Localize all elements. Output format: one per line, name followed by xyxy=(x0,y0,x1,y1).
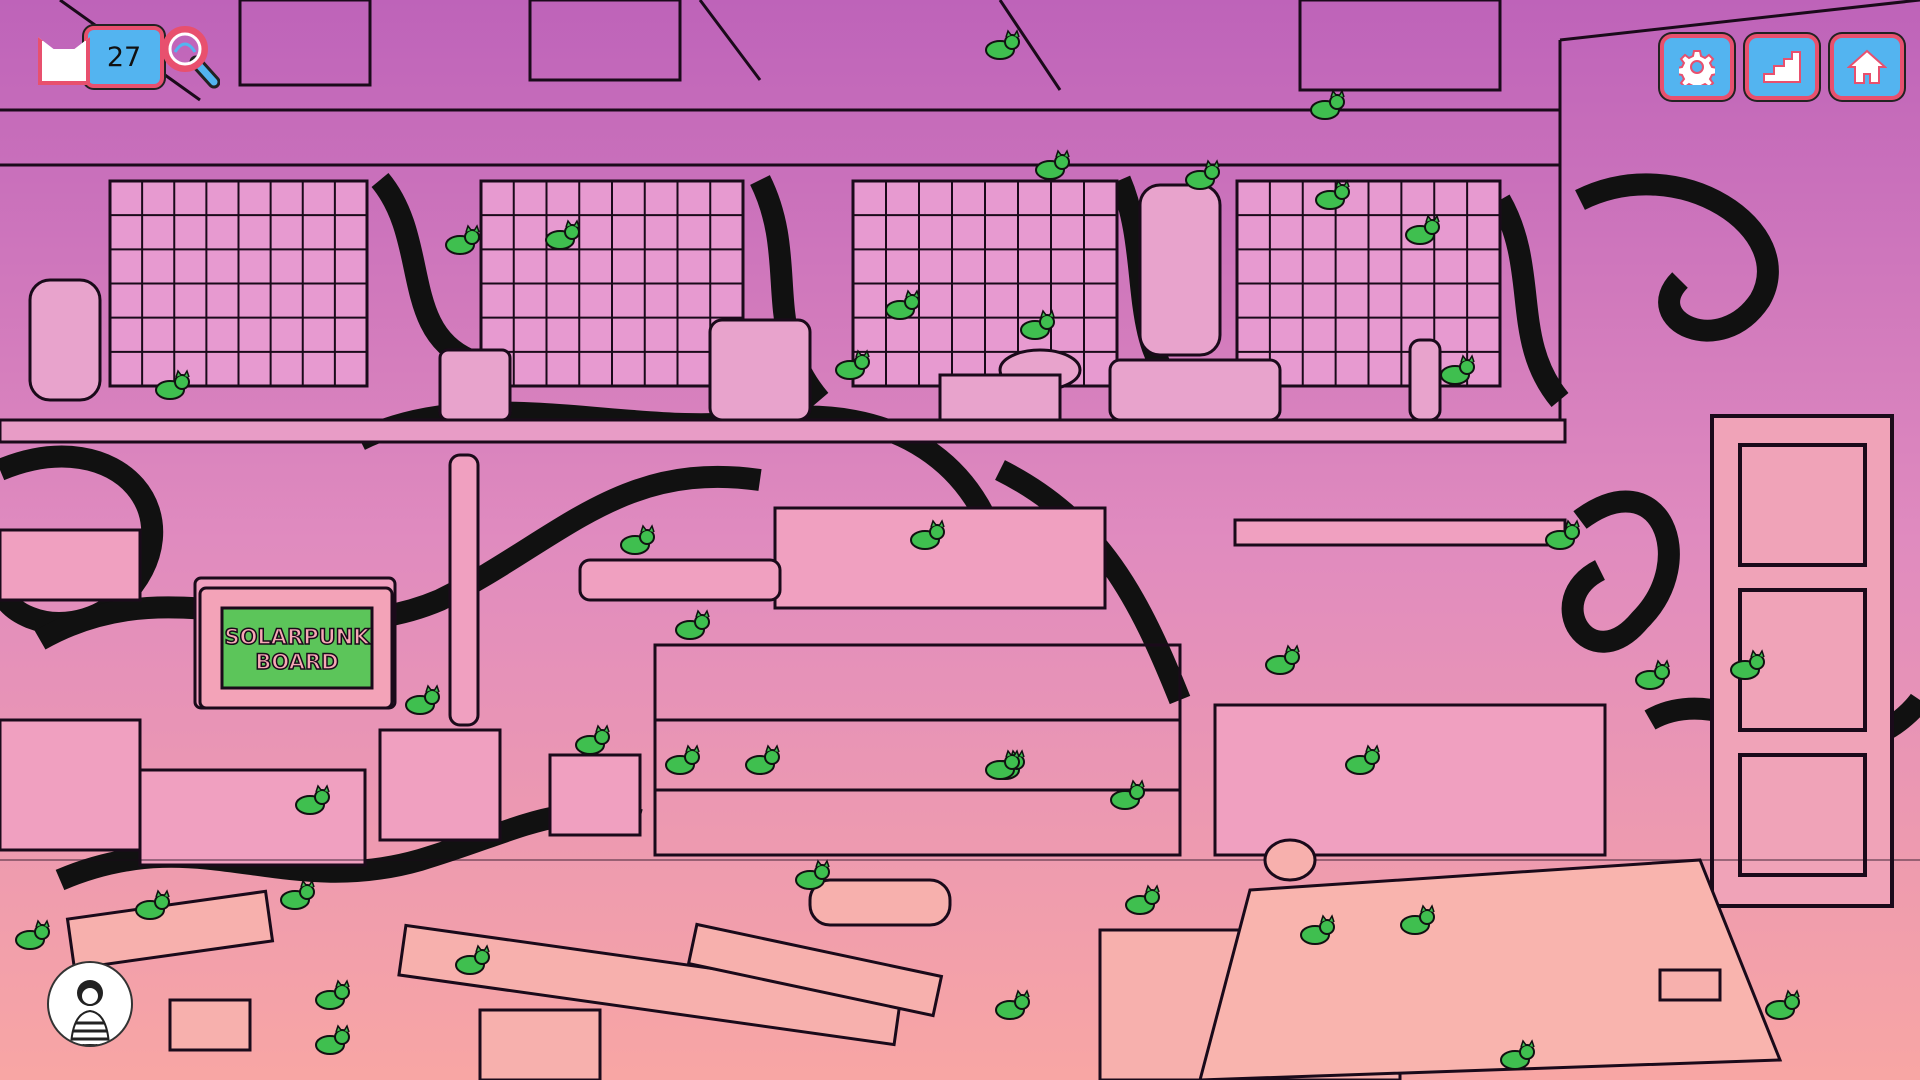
sign-line-1: SOLARPUNK xyxy=(224,625,370,649)
hidden-cat[interactable] xyxy=(1035,149,1070,180)
hidden-cat[interactable] xyxy=(315,979,350,1010)
hidden-cat[interactable] xyxy=(745,744,780,775)
hidden-cat[interactable] xyxy=(985,29,1020,60)
sign-line-2: BOARD xyxy=(255,650,338,674)
home-icon xyxy=(1847,49,1887,84)
stairs-icon xyxy=(1763,51,1801,83)
hidden-cat[interactable] xyxy=(1265,644,1300,675)
furniture xyxy=(0,453,1607,867)
hidden-cat[interactable] xyxy=(405,684,440,715)
hidden-cat[interactable] xyxy=(1110,779,1145,810)
hidden-cat[interactable] xyxy=(1440,354,1475,385)
hint-magnifier-button[interactable] xyxy=(160,24,221,90)
hidden-cat[interactable] xyxy=(665,744,700,775)
hidden-cat[interactable] xyxy=(15,919,50,950)
hidden-cat[interactable] xyxy=(1185,159,1220,190)
hidden-cat[interactable] xyxy=(1125,884,1160,915)
hidden-cat[interactable] xyxy=(1730,649,1765,680)
hidden-cat[interactable] xyxy=(1765,989,1800,1020)
hidden-cat[interactable] xyxy=(155,369,190,400)
hidden-cat[interactable] xyxy=(135,889,170,920)
hidden-cat[interactable] xyxy=(1500,1039,1535,1070)
floor-debris xyxy=(65,838,1783,1080)
settings-button[interactable] xyxy=(1660,34,1734,100)
hidden-cat[interactable] xyxy=(1315,179,1350,210)
hidden-cat[interactable] xyxy=(795,859,830,890)
door[interactable] xyxy=(1710,414,1894,908)
hidden-cat[interactable] xyxy=(1545,519,1580,550)
hidden-cat[interactable] xyxy=(575,724,610,755)
cats-found-count: 27 xyxy=(84,26,164,88)
hidden-cat[interactable] xyxy=(1345,744,1380,775)
hidden-cat[interactable] xyxy=(1020,309,1055,340)
player-avatar[interactable] xyxy=(47,961,133,1047)
progress-stairs-button[interactable] xyxy=(1745,34,1819,100)
hidden-cat[interactable] xyxy=(455,944,490,975)
hidden-cat[interactable] xyxy=(1405,214,1440,245)
hidden-cat[interactable] xyxy=(675,609,710,640)
hidden-cat[interactable] xyxy=(885,289,920,320)
home-button[interactable] xyxy=(1830,34,1904,100)
hidden-cat[interactable] xyxy=(315,1024,350,1055)
hidden-cat[interactable] xyxy=(545,219,580,250)
hidden-cat[interactable] xyxy=(620,524,655,555)
cat-head-icon xyxy=(38,37,90,85)
upper-shelf xyxy=(0,418,1567,444)
hidden-cat[interactable] xyxy=(910,519,945,550)
ceiling xyxy=(0,0,1920,430)
hidden-cat[interactable] xyxy=(995,989,1030,1020)
hidden-cat[interactable] xyxy=(985,749,1020,780)
hidden-cat[interactable] xyxy=(1635,659,1670,690)
hidden-cat[interactable] xyxy=(1400,904,1435,935)
hidden-cat[interactable] xyxy=(835,349,870,380)
gear-icon xyxy=(1679,50,1715,85)
magnifier-icon xyxy=(162,26,221,89)
avatar-girl-icon xyxy=(69,980,111,1045)
shelf-items xyxy=(28,183,1442,422)
hidden-cat[interactable] xyxy=(1310,89,1345,120)
hidden-cat[interactable] xyxy=(445,224,480,255)
cats-found-counter: 27 xyxy=(38,26,164,88)
hidden-cat[interactable] xyxy=(280,879,315,910)
hidden-cat[interactable] xyxy=(295,784,330,815)
hidden-cat[interactable] xyxy=(1300,914,1335,945)
solarpunk-board-sign: SOLARPUNK BOARD xyxy=(198,586,394,710)
